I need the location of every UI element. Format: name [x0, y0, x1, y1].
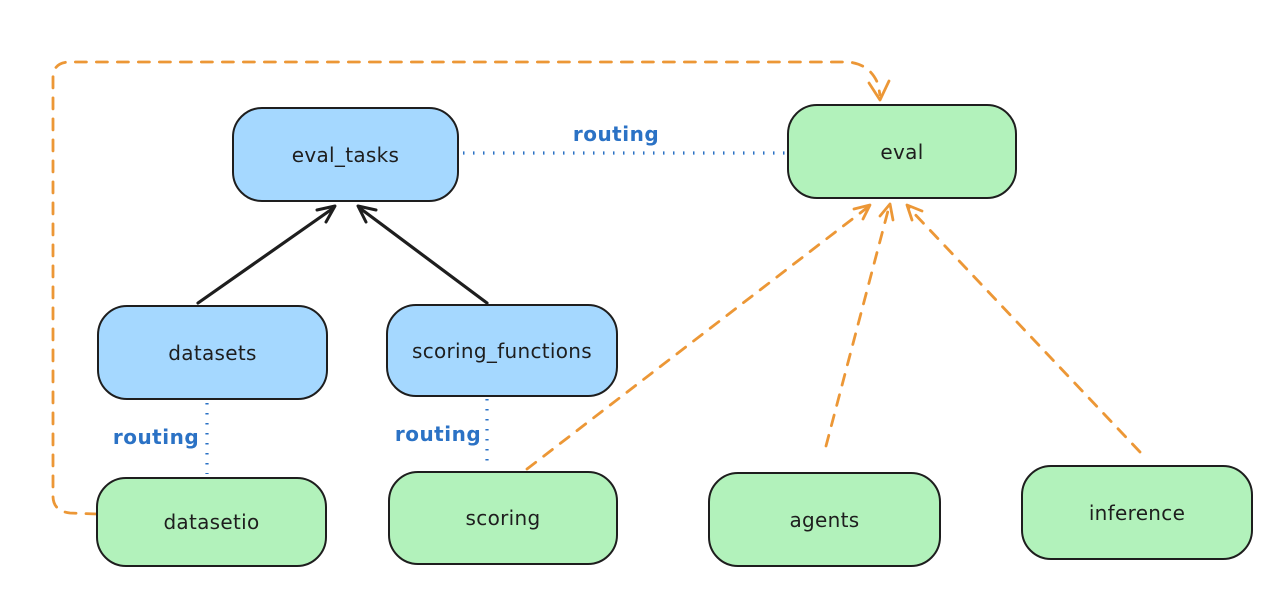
arrowhead-inference-to-eval	[905, 203, 924, 222]
node-agents: agents	[708, 472, 941, 567]
arrowhead-datasetio-to-eval	[867, 79, 891, 102]
edge-datasetio-to-eval	[51, 60, 882, 516]
node-eval-tasks: eval_tasks	[232, 107, 459, 202]
node-scoring-label: scoring	[465, 506, 541, 530]
routing-label-eval-tasks-eval: routing	[573, 122, 659, 146]
node-scoring-functions-label: scoring_functions	[411, 338, 593, 363]
edge-inference-to-eval	[907, 206, 1142, 454]
node-scoring: scoring	[388, 471, 618, 565]
arrowhead-scoring-functions-to-eval-tasks	[356, 204, 378, 224]
node-eval-tasks-label: eval_tasks	[291, 142, 400, 167]
node-eval-label: eval	[880, 139, 924, 164]
arrowhead-datasets-to-eval-tasks	[315, 204, 337, 224]
node-datasetio-label: datasetio	[163, 510, 260, 534]
node-inference: inference	[1021, 465, 1253, 560]
node-scoring-functions: scoring_functions	[386, 304, 618, 397]
arrowhead-agents-to-eval	[878, 202, 895, 222]
routing-label-scoring-functions-scoring: routing	[395, 422, 481, 446]
edge-scoring-functions-to-eval-tasks	[359, 207, 489, 305]
edge-agents-to-eval	[824, 205, 891, 448]
node-agents-label: agents	[789, 507, 860, 532]
node-datasets: datasets	[97, 305, 328, 400]
node-datasetio: datasetio	[96, 477, 327, 567]
node-eval: eval	[787, 104, 1017, 199]
edge-datasets-to-eval-tasks	[196, 207, 334, 305]
arrowhead-scoring-to-eval	[852, 203, 872, 221]
node-inference-label: inference	[1088, 500, 1186, 525]
node-datasets-label: datasets	[168, 340, 257, 365]
routing-label-datasets-datasetio: routing	[113, 425, 199, 449]
